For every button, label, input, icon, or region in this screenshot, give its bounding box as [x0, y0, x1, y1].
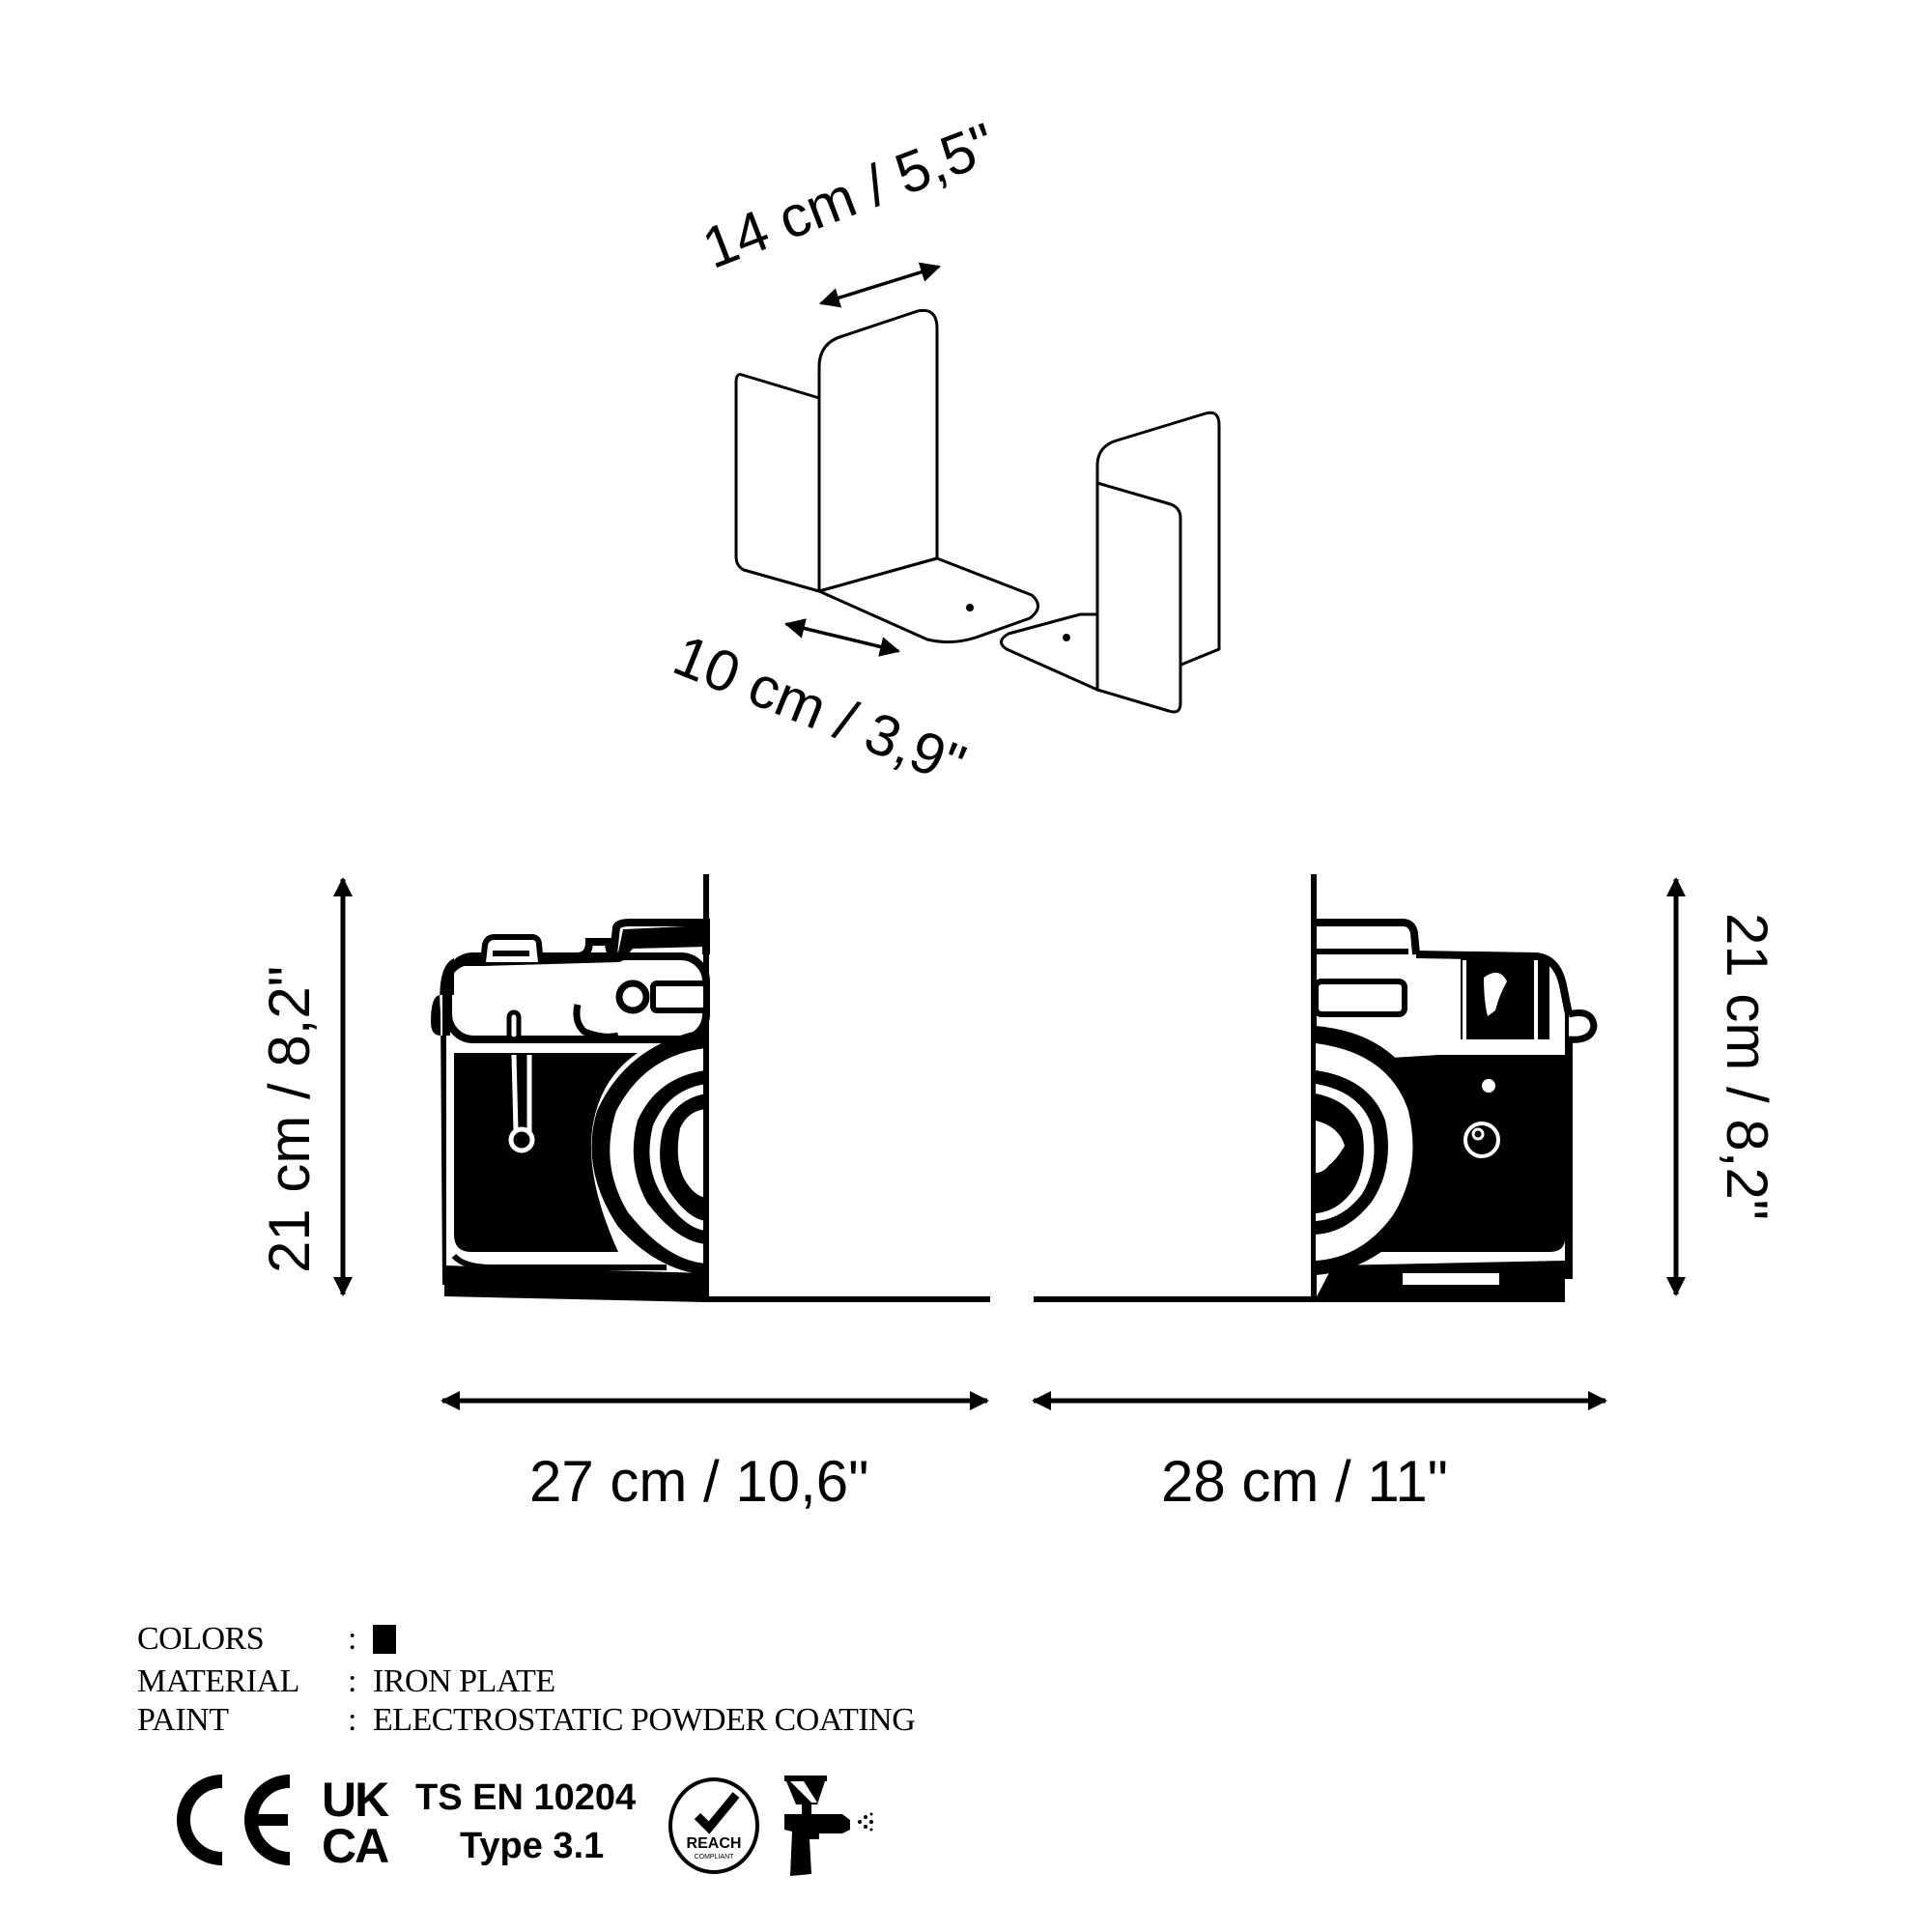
- ukca-mark-top: UK: [322, 1773, 389, 1827]
- spec-colon: :: [348, 1702, 356, 1738]
- ukca-mark-bottom: CA: [322, 1819, 389, 1873]
- spec-key: PAINT: [137, 1702, 229, 1738]
- right-height-label: 21 cm / 8,2": [1715, 913, 1779, 1221]
- reach-compliant-icon: REACH COMPLIANT: [668, 1777, 759, 1874]
- right-bookend-outline: [1000, 411, 1221, 714]
- reach-label: REACH: [686, 1835, 742, 1852]
- spec-colon: :: [348, 1621, 356, 1657]
- right-camera-icon: [1313, 919, 1598, 1302]
- left-camera-icon: [431, 919, 710, 1302]
- spec-colon: :: [348, 1663, 356, 1699]
- spec-key: MATERIAL: [137, 1663, 299, 1699]
- left-bookend-plate: [703, 874, 990, 1302]
- standard-line-2: Type 3.1: [460, 1826, 605, 1866]
- ce-mark-icon: [177, 1775, 291, 1865]
- reach-sublabel: COMPLIANT: [694, 1854, 734, 1861]
- depth-arrow-icon: [783, 618, 901, 657]
- left-height-label: 21 cm / 8,2": [257, 965, 322, 1273]
- left-width-label: 27 cm / 10,6": [529, 1449, 869, 1514]
- left-bookend-outline: [734, 308, 1039, 644]
- spec-value: IRON PLATE: [373, 1663, 555, 1699]
- color-swatch-black: [373, 1625, 396, 1654]
- spec-value: ELECTROSTATIC POWDER COATING: [373, 1702, 916, 1738]
- spray-gun-icon: [784, 1776, 873, 1876]
- spec-row-paint: PAINT : ELECTROSTATIC POWDER COATING: [137, 1702, 916, 1739]
- standard-line-1: TS EN 10204: [415, 1777, 637, 1818]
- right-width-label: 28 cm / 11": [1161, 1449, 1448, 1514]
- spec-row-material: MATERIAL : IRON PLATE: [137, 1663, 555, 1700]
- right-bookend-plate: [1034, 874, 1317, 1302]
- spec-row-colors: COLORS :: [137, 1621, 396, 1658]
- width-arrow-icon: [818, 262, 942, 308]
- spec-key: COLORS: [137, 1621, 265, 1657]
